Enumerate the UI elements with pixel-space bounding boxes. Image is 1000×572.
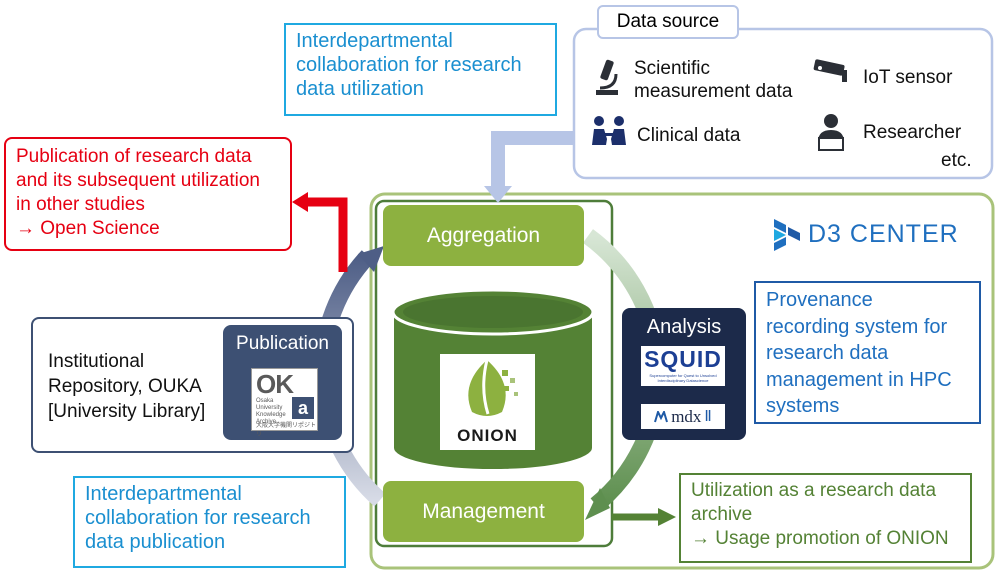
scientific-line2: measurement data [634,81,793,102]
researcher-line1: Researcher [863,122,962,143]
open-science-arrow-head [292,192,308,212]
data-source-item-scientific: Scientific measurement data [634,57,792,103]
callout-archive: Utilization as a research data archive →… [679,473,972,563]
scientific-line1: Scientific [634,58,711,79]
onion-logo: ONION [440,354,535,450]
mdx-mark-icon [654,410,669,422]
collab-pub-line1: Interdepartmental [85,483,242,505]
onion-cylinder-rim [403,296,583,328]
provenance-line3: research data [766,342,889,364]
ouka-logo-jp: 大阪大学機関リポジトリ [256,423,317,438]
mdx-logo: mdx Ⅱ [641,404,725,429]
provenance-line2: recording system for [766,315,948,338]
archive-arrow-head [658,508,676,526]
management-label: Management [422,499,545,523]
open-science-line1: Publication of research data [16,146,252,167]
cycle-arrow-head-right [585,488,610,520]
d3-logo-text: D3 CENTER [808,220,959,248]
researcher-laptop-icon [815,112,847,152]
publication-label: Publication [236,333,329,354]
collab-util-line3: data utilization [296,78,424,100]
provenance-line1: Provenance [766,289,873,311]
archive-line1: Utilization as a research data [691,480,937,501]
doctor-patient-icon [590,115,628,149]
ouka-logo: OK Osaka University Knowledge Archive U … [251,368,318,438]
provenance-line5: systems [766,395,840,417]
data-source-item-researcher: Researcher [863,121,961,144]
callout-collab-publication: Interdepartmental collaboration for rese… [73,476,346,568]
ouka-logo-a: a [298,398,309,418]
mdx-logo-suffix: Ⅱ [704,409,712,425]
aggregation-stage: Aggregation [383,205,584,266]
data-source-etc: etc. [941,149,972,172]
archive-line3: → Usage promotion of ONION [691,528,949,549]
mdx-logo-text: mdx [671,406,702,426]
squid-logo-sub: Supercomputer for Quest to Unsolved Inte… [649,373,717,383]
management-stage: Management [383,481,584,542]
collab-pub-line2: collaboration for research [85,507,311,529]
open-science-line2: and its subsequent utilization [16,170,260,191]
collab-pub-line3: data publication [85,531,226,553]
provenance-line4: management in HPC [766,368,952,391]
data-source-frame [572,27,994,180]
onion-leaf-icon [468,359,518,416]
d3-mark-icon [774,219,800,251]
archive-line2: archive [691,504,753,525]
open-science-line4: → Open Science [16,218,160,239]
microscope-icon [592,58,622,98]
ouka-logo-ok: OK [256,369,294,399]
data-source-title: Data source [597,5,739,39]
callout-open-science: Publication of research data and its sub… [4,137,292,251]
callout-collab-utilization: Interdepartmental collaboration for rese… [284,23,557,116]
onion-frame [374,199,614,548]
callout-provenance: Provenance recording system for research… [754,281,981,424]
cycle-arrow-head-left [358,246,384,272]
data-source-item-iot: IoT sensor [863,66,952,89]
open-science-arrow [306,197,348,272]
d3-center-frame [369,192,995,570]
squid-logo: SQUID Supercomputer for Quest to Unsolve… [641,346,725,386]
repository-line1: Institutional [48,351,145,372]
data-source-item-clinical: Clinical data [637,124,741,147]
open-science-line3: in other studies [16,194,145,215]
ouka-logo-sub: Osaka University Knowledge Archive [256,398,286,425]
aggregation-label: Aggregation [426,223,541,247]
repository-text: Institutional Repository, OUKA [Universi… [48,349,205,424]
squid-logo-text: SQUID [644,346,722,372]
clinical-line1: Clinical data [637,125,741,146]
data-source-arrow-head [484,186,512,203]
onion-logo-text: ONION [457,426,518,445]
collab-util-line2: collaboration for research [296,54,522,76]
collab-util-line1: Interdepartmental [296,30,453,52]
d3-center-logo: D3 CENTER [770,217,980,255]
repository-line2: Repository, OUKA [48,376,202,397]
data-source-title-text: Data source [616,11,720,32]
etc-text: etc. [941,150,972,171]
analysis-label: Analysis [646,316,722,338]
repository-line3: [University Library] [48,401,206,422]
iot-line1: IoT sensor [863,67,953,88]
cctv-camera-icon [812,58,852,84]
